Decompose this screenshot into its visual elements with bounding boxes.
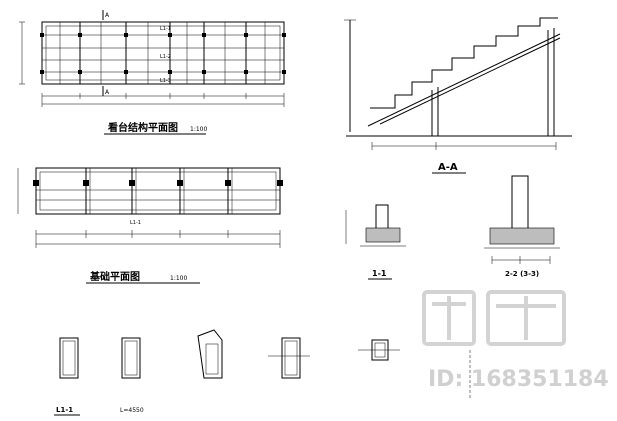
section-2-2-title: 2-2 (3-3): [505, 270, 539, 278]
section-1-1-title: 1-1: [372, 269, 387, 278]
watermark-logo-icon: [422, 290, 566, 346]
beam-label-3: L1-3: [160, 78, 171, 84]
foundation-title: 基础平面图: [89, 270, 140, 283]
beam-label-1: L1-1: [160, 26, 171, 32]
watermark: 知末 ID: 168351184: [422, 290, 609, 392]
foundation-scale: 1:100: [170, 275, 187, 282]
section-a-a: A-A: [344, 17, 572, 174]
foundation-beam-label: L1-1: [130, 220, 141, 226]
plan-title: 看台结构平面图: [108, 121, 178, 134]
node-details: L1-1 L=4550: [54, 329, 471, 416]
node-dim-1: L=4550: [120, 407, 144, 414]
section-mark-bottom: A: [105, 89, 110, 96]
plan-scale: 1:100: [190, 126, 207, 133]
section-1-1: 1-1: [345, 204, 406, 280]
structure-plan: A A L1-1 L1-2 L1-3 看台结构平面图 1:100: [19, 10, 286, 135]
beam-label-2: L1-2: [160, 54, 171, 60]
section-mark-top: A: [105, 12, 110, 19]
node-label-1: L1-1: [56, 406, 73, 414]
watermark-id: ID: 168351184: [428, 367, 609, 392]
section-2-2: 2-2 (3-3): [484, 175, 560, 278]
foundation-plan: L1-1 基础平面图 1:100: [17, 167, 283, 284]
section-title: A-A: [438, 162, 458, 173]
